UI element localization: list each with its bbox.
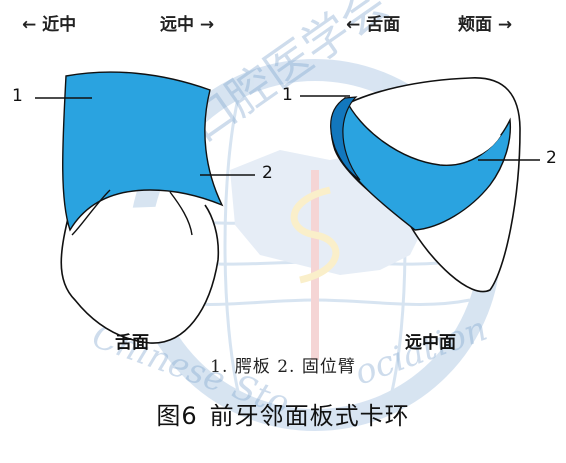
view-label-lingual: 舌面 bbox=[115, 333, 149, 353]
distal-view bbox=[330, 77, 521, 293]
palatal-plate-lingual bbox=[62, 71, 224, 232]
figure-caption: 图6 前牙邻面板式卡环 bbox=[0, 396, 566, 431]
figure-title: 前牙邻面板式卡环 bbox=[209, 402, 410, 430]
view-label-distal: 远中面 bbox=[405, 333, 456, 353]
figure-legend: 1. 腭板 2. 固位臂 bbox=[210, 357, 356, 377]
callout-right-1: 1 bbox=[282, 85, 293, 105]
palatal-plate-distal bbox=[330, 96, 361, 181]
callout-left-2: 2 bbox=[262, 163, 273, 183]
lingual-view bbox=[60, 71, 224, 344]
direction-lingual: ← 舌面 bbox=[346, 15, 401, 35]
leader-lines bbox=[35, 95, 540, 176]
direction-buccal: 颊面 → bbox=[458, 15, 513, 35]
direction-distal: 远中 → bbox=[160, 15, 215, 35]
direction-mesial: ← 近中 bbox=[22, 15, 77, 35]
figure-number: 图6 bbox=[156, 402, 198, 430]
callout-right-2: 2 bbox=[546, 148, 557, 168]
callout-left-1: 1 bbox=[12, 86, 23, 106]
lingual-tooth-outline bbox=[60, 204, 220, 344]
